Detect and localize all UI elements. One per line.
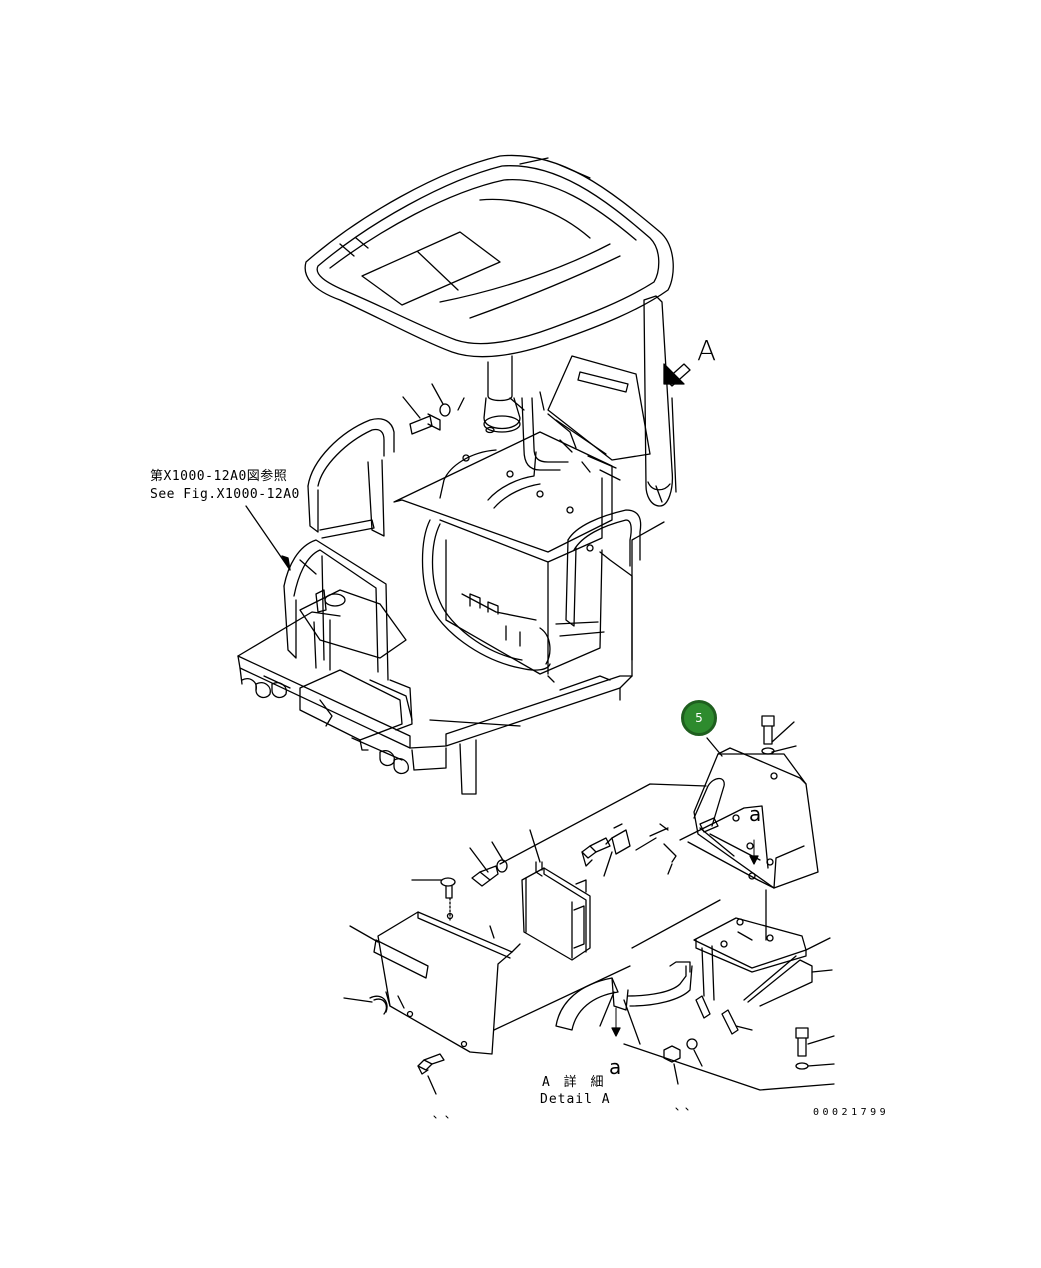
clamp-plates <box>695 945 753 1035</box>
connector-clip <box>603 823 677 877</box>
reference-leader <box>245 505 291 571</box>
section-mark-upper: a <box>749 802 762 826</box>
controller-box <box>521 829 591 961</box>
cab-roof-canopy <box>304 154 674 358</box>
view-arrow-label: A <box>697 334 717 367</box>
handrail-right <box>565 509 642 661</box>
cover-screw <box>411 877 456 921</box>
bolt-bottom-right <box>795 1027 835 1070</box>
detail-bracket-cover <box>679 747 819 889</box>
bolt-middle <box>581 837 611 867</box>
drawing-number: 00021799 <box>813 1107 890 1118</box>
bolt-bottom-left <box>417 1053 445 1095</box>
nut-washer-bottom <box>663 1038 703 1085</box>
view-a-arrow <box>663 363 691 493</box>
mounting-plate <box>693 917 831 973</box>
detail-caption-japanese: A 詳 細 <box>542 1075 607 1090</box>
bolt-top-right <box>761 715 775 755</box>
cover-to-box-link <box>511 943 521 953</box>
reference-note-japanese: 第X1000-12A0図参照 <box>150 469 288 484</box>
front-pillar <box>483 355 521 434</box>
tick-marks <box>433 1107 689 1119</box>
bolt-washer-left <box>469 841 508 887</box>
part-callout-number: 5 <box>695 711 703 725</box>
side-cover <box>349 911 513 1055</box>
reference-note-english: See Fig.X1000-12A0 <box>150 487 300 502</box>
wiring-harness-main <box>421 397 621 683</box>
reference-leader-arrow <box>281 555 291 571</box>
left-console <box>299 589 413 741</box>
seat-base-box <box>393 431 613 675</box>
handrail-left <box>307 418 395 539</box>
detail-caption-english: Detail A <box>540 1092 611 1107</box>
section-mark-lower: a <box>609 1055 622 1079</box>
seat-back-panel <box>547 355 651 461</box>
cab-roof-mount-hardware <box>402 383 545 435</box>
part-callout-5[interactable]: 5 <box>681 700 717 736</box>
edge-grommet <box>343 995 388 1015</box>
lower-harness <box>555 961 693 1045</box>
operator-frame <box>237 521 665 795</box>
rear-pillar <box>643 295 674 507</box>
handrail-front <box>283 539 413 731</box>
u-rod <box>743 955 833 1007</box>
detail-leader-lines <box>493 721 835 1091</box>
